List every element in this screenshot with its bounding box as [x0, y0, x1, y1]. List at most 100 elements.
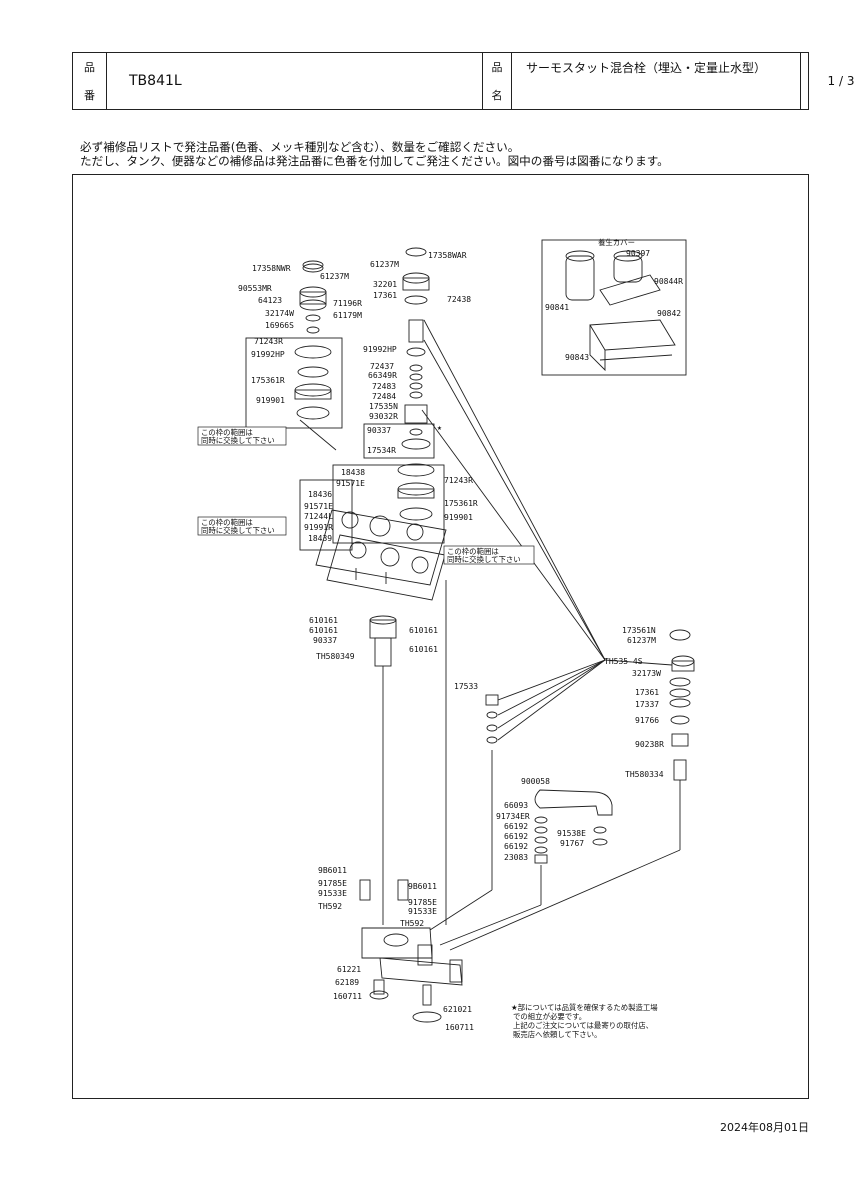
label: 61237M: [320, 272, 349, 281]
inset-title: 養生カバー: [598, 238, 635, 247]
label: 61237M: [370, 260, 399, 269]
label: 17534R: [367, 446, 396, 455]
label: 18438: [341, 468, 365, 477]
label: 17358NWR: [252, 264, 291, 273]
product-name: サーモスタット混合栓（埋込・定量止水型）: [512, 53, 801, 109]
svg-text:この枠の範囲は: この枠の範囲は: [201, 428, 253, 437]
star-mark: ★: [437, 423, 442, 432]
label: 61237M: [627, 636, 656, 645]
label: 66192: [504, 832, 528, 841]
star-note: ★部については品質を確保するため製造工場 での組立が必要です。 上記のご注文につ…: [511, 1003, 658, 1039]
label: 23083: [504, 853, 528, 862]
label: 91992HP: [363, 345, 397, 354]
label: 61179M: [333, 311, 362, 320]
svg-text:同時に交換して下さい: 同時に交換して下さい: [201, 436, 275, 445]
label-90397: 90397: [626, 249, 650, 258]
label: 32201: [373, 280, 397, 289]
label: 64123: [258, 296, 282, 305]
svg-text:販売店へ依頼して下さい。: 販売店へ依頼して下さい。: [513, 1030, 601, 1039]
label: 610161: [409, 645, 438, 654]
label: 9B6011: [408, 882, 437, 891]
label: TH535-4S: [604, 657, 643, 666]
label: 66192: [504, 842, 528, 851]
label: 900058: [521, 777, 550, 786]
label: 90337: [313, 636, 337, 645]
product-code: TB841L: [107, 53, 483, 109]
range-note: この枠の範囲は 同時に交換して下さい: [197, 516, 287, 536]
drawing-frame: [72, 174, 809, 1099]
label: 91767: [560, 839, 584, 848]
label: 175361R: [444, 499, 478, 508]
label: 66192: [504, 822, 528, 831]
label: 90337: [367, 426, 391, 435]
label: 71243R: [444, 476, 473, 485]
label: 91785E: [408, 898, 437, 907]
svg-text:この枠の範囲は: この枠の範囲は: [447, 547, 499, 556]
product-name-label: 品 名: [483, 53, 512, 109]
label: 919901: [444, 513, 473, 522]
label: 91992HP: [251, 350, 285, 359]
range-box-plate: [299, 479, 353, 551]
note-line: 必ず補修品リストで発注品番(色番、メッキ種別など含む）、数量をご確認ください。: [80, 140, 520, 154]
label: 621021: [443, 1005, 472, 1014]
range-box-center: [332, 464, 445, 544]
label-90841: 90841: [545, 303, 569, 312]
label: 17358WAR: [428, 251, 467, 260]
product-code-label: 品 番: [73, 53, 107, 109]
label: 91734ER: [496, 812, 530, 821]
label: TH592: [400, 919, 424, 928]
label: 66093: [504, 801, 528, 810]
label-90843: 90843: [565, 353, 589, 362]
label: 91571E: [336, 479, 365, 488]
label: 17337: [635, 700, 659, 709]
label: 173561N: [622, 626, 656, 635]
label: 90238R: [635, 740, 664, 749]
svg-text:上記のご注文については最寄りの取付店、: 上記のご注文については最寄りの取付店、: [513, 1021, 653, 1030]
label: TH580349: [316, 652, 355, 661]
label: 91538E: [557, 829, 586, 838]
label: 18439: [308, 534, 332, 543]
label: 175361R: [251, 376, 285, 385]
label: 9B6011: [318, 866, 347, 875]
label: 72483: [372, 382, 396, 391]
svg-text:同時に交換して下さい: 同時に交換して下さい: [201, 526, 275, 535]
label: 160711: [445, 1023, 474, 1032]
svg-text:この枠の範囲は: この枠の範囲は: [201, 518, 253, 527]
label: 71196R: [333, 299, 362, 308]
label: 91991R: [304, 523, 333, 532]
note-line: ただし、タンク、便器などの補修品は発注品番に色番を付加してご発注ください。図中の…: [80, 154, 669, 168]
label: 16966S: [265, 321, 294, 330]
page-number: 1 / 3: [827, 74, 855, 88]
range-box-star: [363, 423, 435, 459]
label: 17361: [635, 688, 659, 697]
label: 72437: [370, 362, 394, 371]
label: TH592: [318, 902, 342, 911]
label: 17533: [454, 682, 478, 691]
label: 18436: [308, 490, 332, 499]
label: 17535N: [369, 402, 398, 411]
label: 610161: [409, 626, 438, 635]
svg-text:同時に交換して下さい: 同時に交換して下さい: [447, 555, 521, 564]
label: TH580334: [625, 770, 664, 779]
title-block: 品 番 TB841L 品 名 サーモスタット混合栓（埋込・定量止水型） 1 / …: [72, 52, 854, 110]
svg-text:★部については品質を確保するため製造工場: ★部については品質を確保するため製造工場: [511, 1003, 658, 1012]
label: 90553MR: [238, 284, 272, 293]
label: 72438: [447, 295, 471, 304]
range-note: この枠の範囲は 同時に交換して下さい: [197, 426, 287, 446]
label: 71243R: [254, 337, 283, 346]
label: 91785E: [318, 879, 347, 888]
label: 91571E: [304, 502, 333, 511]
label: 61221: [337, 965, 361, 974]
label: 610161: [309, 626, 338, 635]
label: 91766: [635, 716, 659, 725]
order-notes: 必ず補修品リストで発注品番(色番、メッキ種別など含む）、数量をご確認ください。 …: [80, 140, 669, 168]
label: 32173W: [632, 669, 661, 678]
label: 160711: [333, 992, 362, 1001]
label: 91533E: [318, 889, 347, 898]
label-90842: 90842: [657, 309, 681, 318]
svg-text:での組立が必要です。: での組立が必要です。: [513, 1012, 586, 1021]
label-90844R: 90844R: [654, 277, 683, 286]
label: 72484: [372, 392, 396, 401]
label: 919901: [256, 396, 285, 405]
